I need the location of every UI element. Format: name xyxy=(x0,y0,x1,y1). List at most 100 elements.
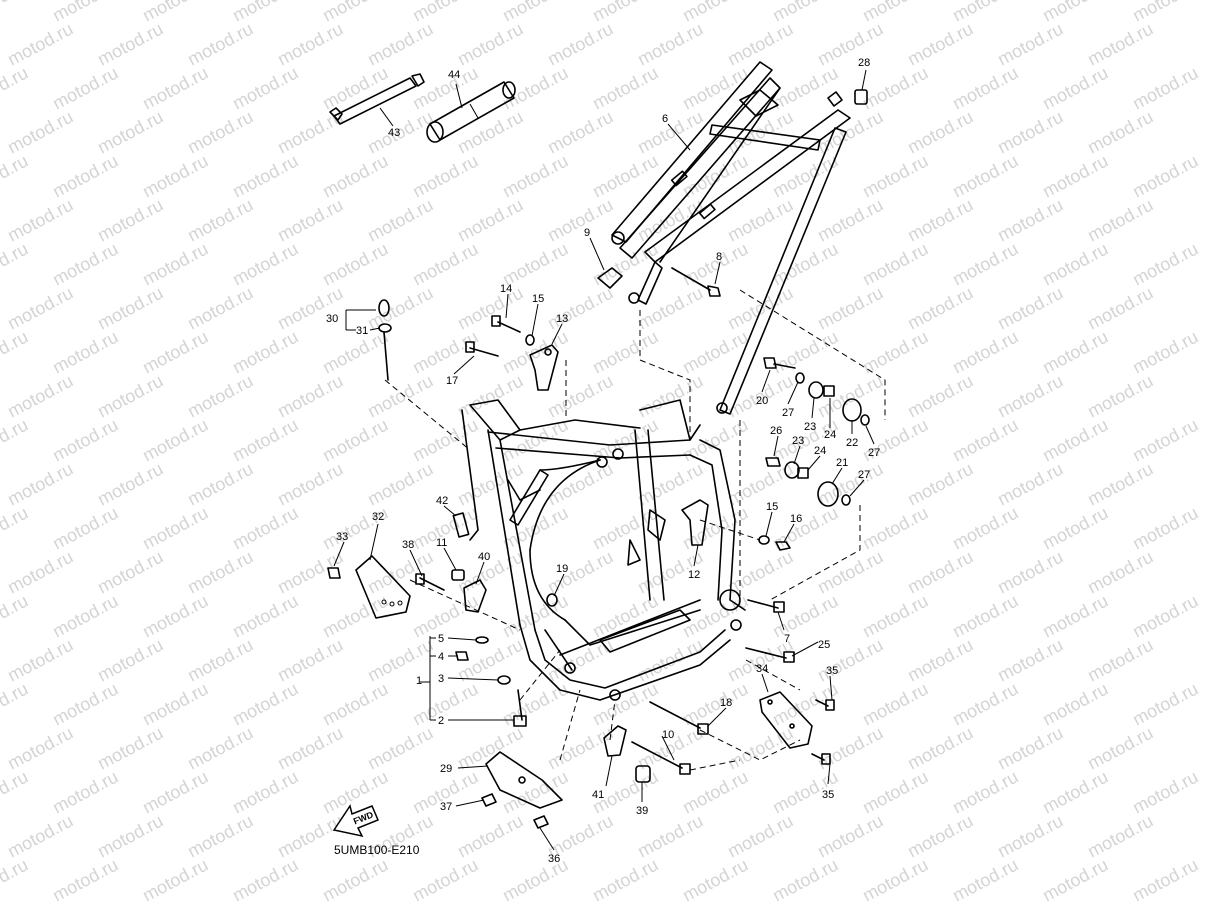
bolt-7 xyxy=(747,599,785,613)
callout-7: 7 xyxy=(784,633,790,645)
callout-30: 30 xyxy=(326,313,338,325)
bolt-25 xyxy=(745,647,795,663)
callout-44: 44 xyxy=(448,69,460,81)
washer-3 xyxy=(497,675,511,685)
bushing-24b xyxy=(797,467,809,479)
washer-15a xyxy=(525,334,535,346)
bolt-18 xyxy=(649,701,709,735)
forward-arrow-icon: FWD xyxy=(332,804,379,838)
washer-15b xyxy=(758,535,770,545)
callout-12: 12 xyxy=(688,569,700,581)
bolt-35b xyxy=(811,753,831,765)
stud-2 xyxy=(513,689,527,727)
main-frame xyxy=(461,399,746,701)
skid-plate-34 xyxy=(759,691,813,749)
callout-36: 36 xyxy=(548,853,560,865)
callout-15a: 15 xyxy=(532,293,544,305)
engine-bracket-13 xyxy=(529,344,559,391)
collar-23b xyxy=(784,461,800,479)
callout-5: 5 xyxy=(438,633,444,645)
bearing-21 xyxy=(817,481,839,507)
spanner-tool xyxy=(329,73,425,125)
bolt-36 xyxy=(533,815,549,829)
bolt-8 xyxy=(671,267,721,297)
bracket-40 xyxy=(463,579,487,613)
bolt-17 xyxy=(465,341,499,357)
callout-39: 39 xyxy=(636,805,648,817)
callout-13: 13 xyxy=(556,313,568,325)
callout-27c: 27 xyxy=(858,469,870,481)
engine-bracket-12 xyxy=(681,499,709,546)
callout-32: 32 xyxy=(372,511,384,523)
callout-27b: 27 xyxy=(868,447,880,459)
callout-28: 28 xyxy=(858,57,870,69)
bolt-33 xyxy=(327,567,341,579)
callout-34: 34 xyxy=(756,663,768,675)
callout-23a: 23 xyxy=(804,421,816,433)
callout-43: 43 xyxy=(388,127,400,139)
callout-38: 38 xyxy=(402,539,414,551)
callout-19: 19 xyxy=(556,563,568,575)
bracket-41 xyxy=(603,725,627,757)
callout-11: 11 xyxy=(436,537,447,549)
bolt-37 xyxy=(481,793,497,807)
callout-10: 10 xyxy=(662,729,674,741)
callout-1: 1 xyxy=(416,675,422,687)
callout-22: 22 xyxy=(846,437,858,449)
bolt-20 xyxy=(763,357,796,369)
washer-27a xyxy=(795,372,805,384)
callout-24a: 24 xyxy=(824,429,836,441)
callout-23b: 23 xyxy=(792,435,804,447)
washer-27b xyxy=(860,414,870,426)
callout-35a: 35 xyxy=(826,665,838,677)
callout-40: 40 xyxy=(478,551,490,563)
bolt-35a xyxy=(815,699,835,711)
callout-9: 9 xyxy=(584,227,590,239)
nut-16 xyxy=(775,541,791,551)
callout-26: 26 xyxy=(770,425,782,437)
callout-16: 16 xyxy=(790,513,802,525)
bolt-14 xyxy=(491,315,521,333)
leader-lines xyxy=(333,69,875,851)
callout-31: 31 xyxy=(356,325,368,337)
collar-19 xyxy=(546,593,558,607)
washer-27c xyxy=(841,494,851,506)
callout-14: 14 xyxy=(500,283,512,295)
pin-42 xyxy=(452,512,470,538)
callout-8: 8 xyxy=(716,251,722,263)
callout-2: 2 xyxy=(438,715,444,727)
guard-29 xyxy=(485,751,563,809)
callout-33: 33 xyxy=(336,531,348,543)
collar-39 xyxy=(635,765,651,783)
bracket-9 xyxy=(597,267,623,289)
callout-24b: 24 xyxy=(814,445,826,457)
diagram-code: 5UMB100-E210 xyxy=(334,843,420,857)
callout-6: 6 xyxy=(662,113,668,125)
assembly-guides xyxy=(384,289,886,771)
callout-15b: 15 xyxy=(766,501,778,513)
bushing-24a xyxy=(823,385,835,397)
callout-37: 37 xyxy=(440,801,452,813)
cap-28 xyxy=(854,89,868,105)
bolt-10 xyxy=(631,741,691,775)
callout-18: 18 xyxy=(720,697,732,709)
callout-21: 21 xyxy=(836,457,848,469)
callout-27a: 27 xyxy=(782,407,794,419)
callout-41: 41 xyxy=(592,789,604,801)
callout-3: 3 xyxy=(438,673,444,685)
oil-dipstick xyxy=(378,299,392,381)
bolt-4 xyxy=(455,651,469,661)
callout-17: 17 xyxy=(446,375,458,387)
callout-labels: 1 2 3 4 5 6 7 8 9 10 11 12 13 14 15 15 1… xyxy=(326,57,880,865)
bearing-22 xyxy=(842,398,862,422)
callout-20: 20 xyxy=(756,395,768,407)
callout-4: 4 xyxy=(438,651,444,663)
clip-5 xyxy=(475,636,489,644)
callout-29: 29 xyxy=(440,763,452,775)
callout-25: 25 xyxy=(818,639,830,651)
rear-subframe xyxy=(611,61,851,415)
collar-23a xyxy=(808,381,824,399)
socket-wrench-tool xyxy=(426,81,516,143)
nut-26 xyxy=(765,457,781,467)
